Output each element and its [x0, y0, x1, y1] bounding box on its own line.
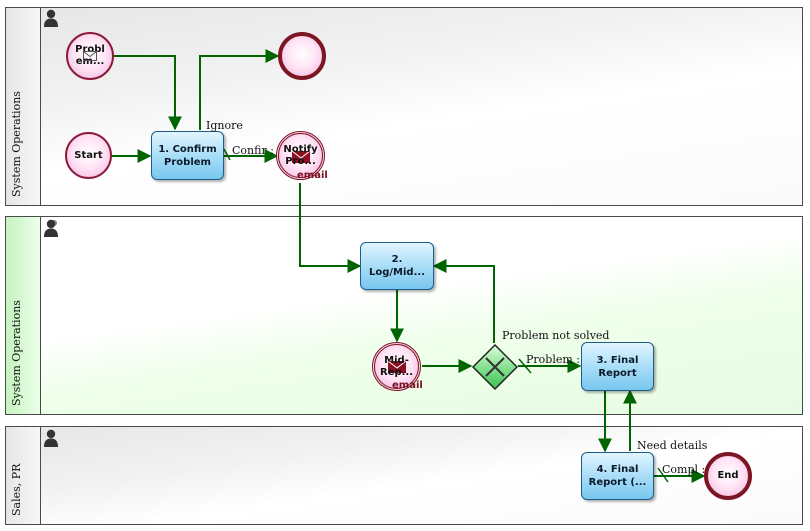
email-label: email [297, 170, 328, 181]
user-icon [44, 9, 58, 27]
exclusive-gateway[interactable] [471, 343, 519, 391]
end-event-ignored[interactable] [278, 32, 326, 80]
task-log-mid[interactable]: 2. Log/Mid... [360, 242, 434, 290]
event-label: Notify Pro... [283, 143, 318, 167]
task-confirm-problem[interactable]: 1. Confirm Problem [151, 131, 224, 180]
envelope-filled-icon [388, 361, 406, 373]
x-icon [485, 357, 505, 377]
flow-label-ignore: Ignore [206, 119, 243, 132]
envelope-filled-icon [292, 151, 310, 163]
mid-report-email-event[interactable]: Mid- Rep... [372, 342, 421, 391]
lane-header[interactable]: System Operations [6, 8, 41, 205]
task-label: 1. Confirm Problem [158, 143, 217, 168]
event-label: Mid- Rep... [379, 354, 414, 378]
event-label: End [717, 470, 739, 481]
flow-gateway-not-solved [432, 259, 495, 343]
user-icon [44, 429, 58, 447]
envelope-icon [83, 51, 97, 61]
flow-label-confirm: Confir : [232, 144, 274, 157]
flow-notify-to-log [299, 183, 362, 273]
lane-header[interactable]: System Operations [6, 217, 41, 414]
event-label: Probl em... [75, 44, 105, 67]
task-label: 3. Final Report [596, 354, 639, 379]
email-label: email [392, 380, 423, 391]
notify-problem-email-event[interactable]: Notify Pro... [276, 131, 325, 180]
event-label: Start [74, 149, 103, 161]
start-event[interactable]: Start [65, 132, 112, 179]
task-final-report-pr[interactable]: 4. Final Report (... [581, 452, 654, 500]
flow-confirm-ignore-to-end [199, 49, 280, 130]
flow-label-problem-not-solved: Problem not solved [502, 329, 610, 342]
flow-label-need-details: Need details [637, 439, 708, 452]
lane-header[interactable]: Sales, PR [6, 427, 41, 524]
task-label: 2. Log/Mid... [369, 254, 425, 278]
task-label: 4. Final Report (... [588, 464, 647, 488]
flow-label-problem-solved: Problem : [526, 353, 580, 366]
task-final-report[interactable]: 3. Final Report [581, 342, 654, 391]
flow-problem-to-confirm [114, 55, 182, 131]
flow-label-complete: Compl : [662, 463, 706, 476]
end-event[interactable]: End [704, 452, 752, 500]
user-icon [44, 219, 58, 237]
